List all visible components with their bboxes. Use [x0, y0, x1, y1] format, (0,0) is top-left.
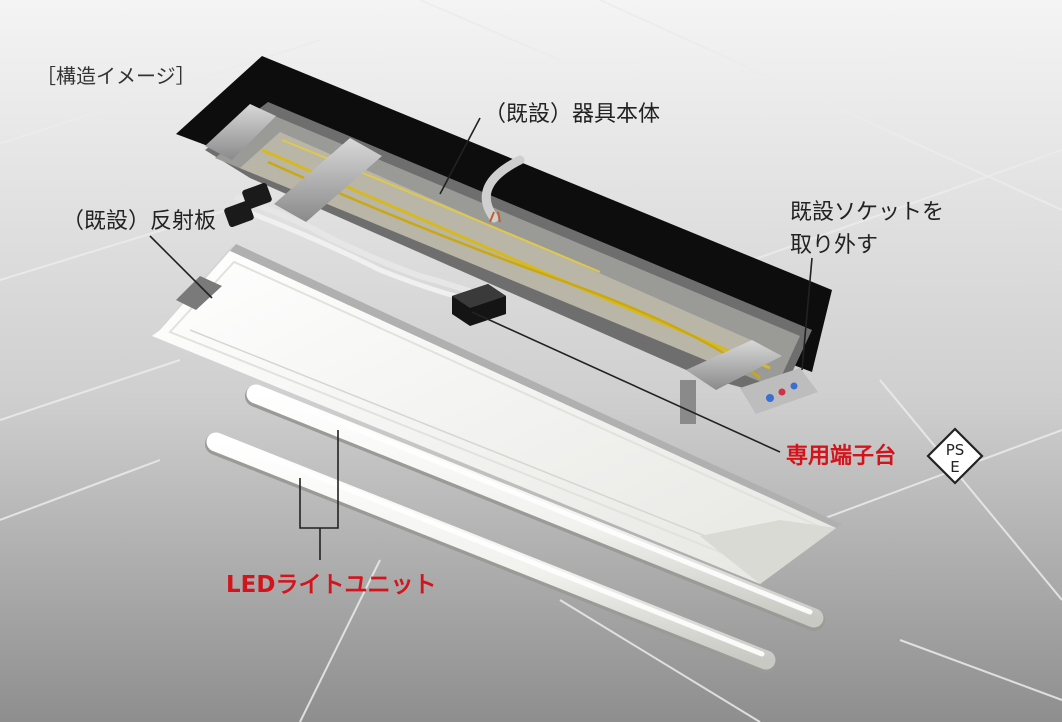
- leader-lines: [149, 117, 813, 560]
- connector-wiring: [224, 183, 483, 303]
- pse-mark-bottom: E: [950, 458, 959, 476]
- reflector-panel: [152, 244, 842, 584]
- fixture-body: [205, 102, 818, 424]
- led-unit-label: LEDライトユニット: [226, 572, 437, 598]
- pse-mark-icon: PS E: [926, 427, 984, 485]
- reflector-label: （既設）反射板: [62, 209, 217, 234]
- socket-label-line1: 既設ソケットを: [790, 200, 945, 225]
- led-tube-lower: [205, 432, 777, 673]
- terminal-block-part: [452, 284, 506, 326]
- fixture-body-label: （既設）器具本体: [484, 102, 661, 127]
- diagram-title: ［構造イメージ］: [36, 64, 196, 88]
- terminal-block-label: 専用端子台: [786, 444, 897, 469]
- led-tube-upper: [245, 384, 825, 631]
- socket-label-line2: 取り外す: [790, 233, 879, 258]
- pse-mark-top: PS: [946, 441, 965, 459]
